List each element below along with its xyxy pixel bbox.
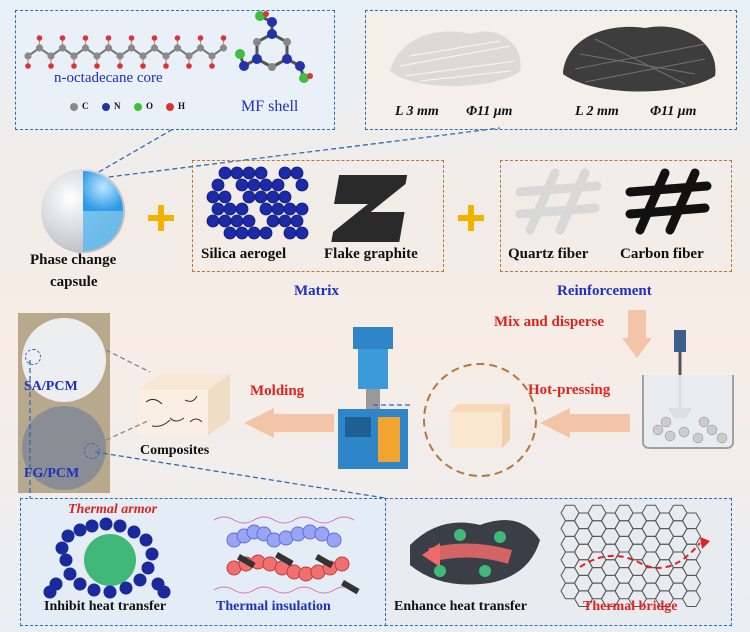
carbon-diameter: Φ11 μm	[650, 104, 697, 119]
silica-aerogel-network	[206, 166, 309, 240]
molecule-box	[15, 10, 335, 130]
carbon-label: Carbon fiber	[620, 246, 704, 262]
matrix-label: Matrix	[294, 283, 339, 299]
enhance-heat-graphic	[410, 520, 540, 585]
fg-pcm-label: FG/PCM	[24, 466, 80, 481]
plus-icon-1	[148, 205, 174, 231]
fg-pcm-zoom-marker	[84, 443, 100, 459]
capsule-label-2: capsule	[50, 274, 98, 290]
thermal-armor-label: Thermal armor	[68, 502, 158, 517]
phase-change-capsule	[41, 169, 125, 253]
legend-n: N	[114, 101, 121, 111]
press-machine	[338, 327, 408, 469]
atom-legend: C N O H	[70, 101, 220, 115]
reinforcement-box	[500, 160, 732, 272]
quartz-diameter: Φ11 μm	[466, 104, 513, 119]
shell-label: MF shell	[241, 98, 299, 115]
quartz-fiber-icon	[515, 168, 602, 235]
mix-label: Mix and disperse	[494, 314, 605, 330]
composite-block	[138, 374, 230, 435]
graphene-lattice	[560, 504, 710, 607]
inhibit-label: Inhibit heat transfer	[44, 599, 167, 614]
matrix-box	[192, 160, 444, 272]
insulation-label: Thermal insulation	[216, 599, 331, 614]
legend-c: C	[82, 101, 89, 111]
carbon-fiber-icon	[625, 168, 712, 235]
carbon-length: L 2 mm	[575, 104, 619, 119]
reinforcement-label: Reinforcement	[557, 283, 652, 299]
legend-h: H	[178, 101, 186, 111]
composites-label: Composites	[140, 443, 210, 458]
mix-arrow	[622, 310, 652, 358]
molding-arrow	[244, 408, 334, 438]
enhance-label: Enhance heat transfer	[394, 599, 527, 614]
hot-pressing-arrow	[540, 408, 630, 438]
thermal-insulation-graphic	[213, 516, 360, 595]
capsule-label-1: Phase change	[30, 252, 117, 268]
carbon-fiber-photo	[563, 26, 716, 92]
octadecane-molecule	[24, 35, 228, 69]
bridge-label: Thermal bridge	[583, 599, 678, 614]
silica-label: Silica aerogel	[201, 246, 287, 262]
molding-label: Molding	[250, 383, 305, 399]
sa-pcm-label: SA/PCM	[24, 379, 78, 394]
graphite-label: Flake graphite	[324, 246, 418, 262]
legend-o: O	[146, 101, 154, 111]
thermal-armor-graphic	[43, 517, 171, 599]
sa-pcm-zoom-marker	[25, 349, 41, 365]
flake-graphite-shape	[331, 175, 408, 242]
mixing-beaker	[642, 330, 734, 449]
quartz-fiber-photo	[390, 31, 521, 87]
core-label: n-octadecane core	[54, 70, 163, 86]
pressed-sample-circle	[423, 363, 537, 477]
quartz-length: L 3 mm	[395, 104, 439, 119]
quartz-label: Quartz fiber	[508, 246, 589, 262]
hot-pressing-label: Hot-pressing	[528, 382, 611, 398]
plus-icon-2	[458, 205, 484, 231]
mf-shell-molecule	[235, 11, 313, 83]
